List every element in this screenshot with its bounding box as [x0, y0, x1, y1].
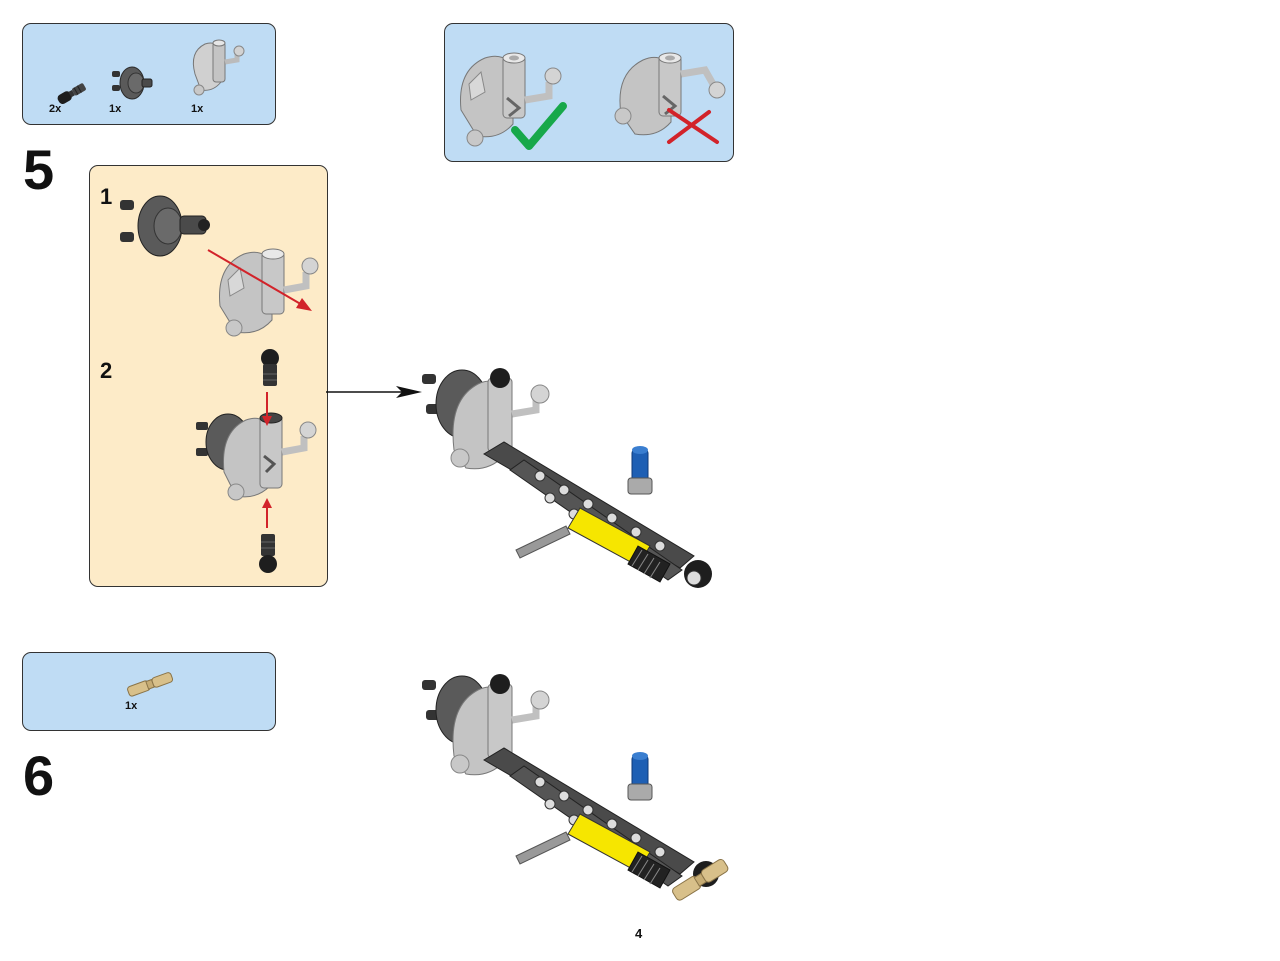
step5-parts-box: 2x 1x 1x [22, 23, 276, 125]
black-axle-pin-part [261, 349, 279, 386]
tan-axle-pin-icon [127, 672, 174, 697]
steering-knuckle-part [219, 248, 319, 337]
substep-number: 2 [100, 358, 113, 383]
step-number: 6 [23, 744, 55, 807]
step5-main-assembly [422, 368, 712, 588]
assembly-arrow [262, 392, 272, 528]
steering-hub-part [120, 195, 210, 257]
green-check-icon [511, 102, 567, 150]
part-qty: 1x [125, 700, 138, 712]
step6-parts-box: 1x [22, 652, 276, 731]
knuckle-wrong-orientation-icon [614, 52, 726, 136]
step-number: 5 [23, 138, 55, 201]
hub-knuckle-assembly [196, 412, 317, 501]
knuckle-correct-orientation-icon [460, 52, 562, 147]
red-x-icon [667, 108, 719, 144]
callout-arrow [326, 386, 422, 398]
page-number: 4 [635, 926, 643, 941]
black-axle-pin-part [259, 534, 277, 573]
part-qty: 1x [109, 103, 122, 115]
assembly-arrow [207, 249, 312, 311]
substep-number: 1 [100, 184, 113, 209]
steering-knuckle-icon [192, 39, 245, 96]
steering-hub-icon [112, 66, 153, 100]
part-qty: 1x [191, 103, 204, 115]
part-qty: 2x [49, 103, 62, 115]
orientation-hint-box [444, 23, 734, 162]
substep-box: 1 2 [89, 165, 328, 587]
step6-main-assembly [422, 674, 729, 901]
black-axle-pin-icon [57, 83, 86, 104]
